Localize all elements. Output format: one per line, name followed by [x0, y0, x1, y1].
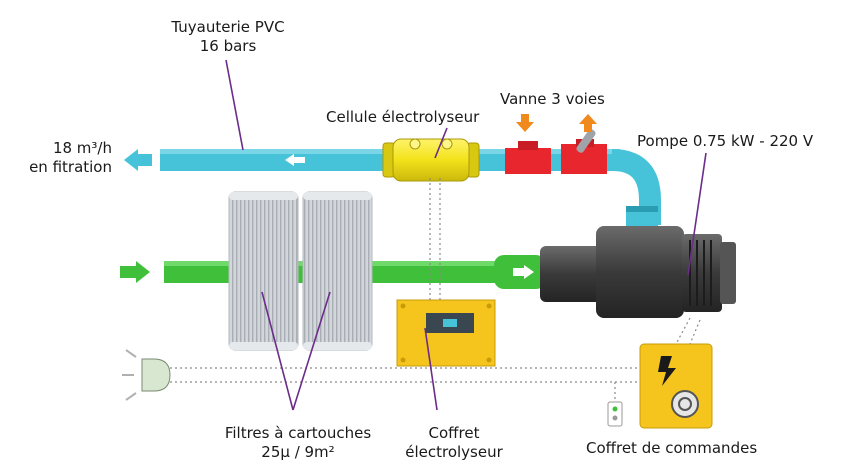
pump: [540, 226, 736, 318]
flow-rate-label: 18 m³/h en fitration: [10, 139, 112, 177]
three-way-valve: [505, 129, 607, 174]
three-way-valve-label: Vanne 3 voies: [500, 90, 605, 108]
electrolysis-cell-label: Cellule électrolyseur: [326, 108, 480, 126]
control-box-label: Coffret de commandes: [586, 439, 758, 457]
leader-lines: [225, 59, 707, 411]
cartridge-filters-label: Filtres à cartouches 25µ / 9m²: [224, 424, 372, 462]
pvc-pipe-label-line1: Tuyauterie PVC: [171, 18, 285, 36]
electrolyser-box: [396, 299, 496, 367]
pool-light-icon: [122, 349, 171, 401]
pump-label: Pompe 0.75 kW - 220 V: [637, 132, 814, 150]
electrolyser-box-label: Coffret électrolyseur: [400, 424, 508, 462]
cartridge-filters-label-line2: 25µ / 9m²: [261, 443, 335, 461]
valve-up-arrow-icon: [579, 114, 597, 132]
flow-arrow-right-icon: [513, 265, 534, 279]
electrolyser-box-label-line2: électrolyseur: [405, 443, 503, 461]
control-box: [639, 343, 713, 429]
flow-rate-caption: en fitration: [29, 158, 112, 176]
arrow-left-icon: [124, 149, 152, 171]
switch-icon: [607, 401, 623, 427]
cartridge-filter-2: [302, 191, 373, 351]
flow-rate-value: 18 m³/h: [52, 139, 112, 157]
valve-down-arrow-icon: [516, 114, 534, 132]
pvc-pipe-label-line2: 16 bars: [199, 37, 257, 55]
cartridge-filter-1: [228, 191, 299, 351]
electrolysis-cell: [382, 138, 480, 182]
pressure-gauge-icon: [671, 390, 699, 418]
lightning-icon: [658, 356, 676, 386]
wiring: [170, 178, 701, 402]
electrolyser-box-label-line1: Coffret: [428, 424, 480, 442]
arrow-right-icon: [120, 261, 150, 283]
flow-arrow-left-icon: [285, 154, 305, 166]
pvc-pipe-label: Tuyauterie PVC 16 bars: [166, 18, 290, 56]
cartridge-filters-label-line1: Filtres à cartouches: [224, 424, 372, 442]
